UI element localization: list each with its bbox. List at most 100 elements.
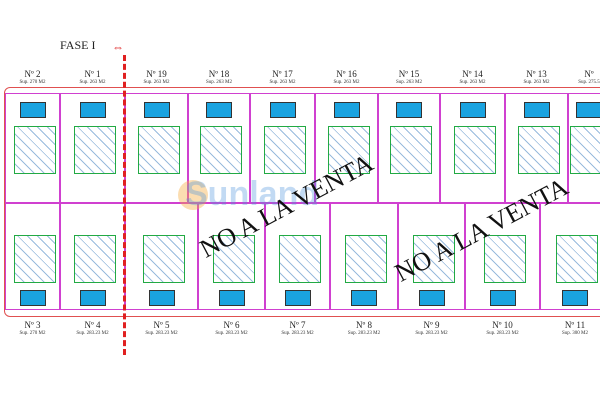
pool bbox=[562, 290, 588, 306]
lot-parcel bbox=[505, 93, 568, 203]
lot-number: Nº 5 bbox=[153, 320, 170, 330]
house-plan bbox=[212, 234, 255, 283]
lot-area: Sup. 283.23 M2 bbox=[486, 331, 519, 336]
lot-parcel bbox=[540, 203, 600, 310]
pool bbox=[19, 102, 46, 118]
house-plan bbox=[345, 234, 387, 283]
logo-sun-icon bbox=[178, 180, 208, 210]
pool bbox=[418, 290, 445, 306]
lot-parcel bbox=[5, 203, 60, 310]
lot-parcel bbox=[198, 203, 265, 310]
lot-number: Nº 7 bbox=[289, 320, 306, 330]
lot-number: Nº 14 bbox=[462, 69, 483, 79]
house-plan bbox=[517, 126, 560, 174]
pool bbox=[523, 102, 550, 118]
lot-area: Sup. 270 M2 bbox=[19, 331, 46, 336]
house-plan bbox=[570, 126, 600, 174]
house-plan bbox=[453, 126, 496, 174]
pool bbox=[218, 290, 245, 306]
lot-parcel bbox=[5, 93, 60, 203]
house-plan bbox=[13, 234, 56, 283]
house-plan bbox=[278, 234, 321, 283]
pool bbox=[79, 102, 106, 118]
lot-parcel bbox=[440, 93, 505, 203]
lot-number: Nº 18 bbox=[208, 69, 230, 79]
lot-parcel bbox=[568, 93, 600, 203]
lot-area: Sup. 283.23 M2 bbox=[215, 331, 248, 336]
lot-parcel bbox=[378, 93, 440, 203]
lot-parcel bbox=[315, 93, 378, 203]
pool bbox=[269, 102, 296, 118]
lot-parcel bbox=[60, 93, 125, 203]
pool bbox=[333, 102, 360, 118]
house-plan bbox=[73, 234, 116, 283]
phase-divider-line bbox=[123, 55, 126, 355]
lot-area: Sup. 283.23 M2 bbox=[281, 331, 314, 336]
lot-area: Sup. 263 M2 bbox=[143, 80, 170, 85]
pool bbox=[143, 102, 170, 118]
house-plan bbox=[556, 234, 598, 283]
lot-area: Sup. 263 M2 bbox=[333, 80, 360, 85]
lot-area: Sup. 263 M2 bbox=[206, 80, 232, 85]
phase-label: FASE I bbox=[60, 38, 96, 52]
lot-number: Nº 3 bbox=[24, 320, 41, 330]
lot-parcel bbox=[398, 203, 465, 310]
lot-area: Sup. 263 M2 bbox=[459, 80, 486, 85]
house-plan bbox=[200, 126, 242, 174]
lot-number: Nº 13 bbox=[526, 69, 547, 79]
pool bbox=[19, 290, 46, 306]
pool bbox=[79, 290, 106, 306]
phase-arrow-icon: ⇔ bbox=[112, 40, 124, 54]
lot-parcel bbox=[265, 203, 330, 310]
pool bbox=[206, 102, 232, 118]
pool bbox=[489, 290, 516, 306]
lot-parcel bbox=[188, 93, 250, 203]
lot-number: Nº 19 bbox=[146, 69, 167, 79]
lot-area: Sup. 300 M2 bbox=[562, 331, 588, 336]
lot-area: Sup. 263 M2 bbox=[79, 80, 106, 85]
lot-area: Sup. 283.23 M2 bbox=[415, 331, 448, 336]
lot-area: Sup. 283.23 M2 bbox=[347, 331, 381, 336]
site-boundary bbox=[4, 87, 600, 317]
pool bbox=[284, 290, 311, 306]
lot-parcel bbox=[125, 203, 198, 310]
lot-number: Nº 15 bbox=[398, 69, 420, 79]
house-plan bbox=[483, 234, 526, 283]
house-plan bbox=[73, 126, 116, 174]
lot-number: Nº 1 bbox=[84, 69, 101, 79]
lot-area: Sup. 270 M2 bbox=[19, 80, 46, 85]
pool bbox=[351, 290, 377, 306]
house-plan bbox=[137, 126, 180, 174]
lot-area: Sup. 283.23 M2 bbox=[76, 331, 109, 336]
lot-number: Nº 10 bbox=[492, 320, 513, 330]
pool bbox=[396, 102, 422, 118]
lot-number: Nº 11 bbox=[564, 320, 586, 330]
lot-number: Nº 4 bbox=[84, 320, 101, 330]
lot-number: Nº 17 bbox=[272, 69, 293, 79]
lot-number: Nº bbox=[584, 69, 594, 79]
lot-parcel bbox=[465, 203, 540, 310]
lot-parcel bbox=[125, 93, 188, 203]
lot-area: Sup. 263 M2 bbox=[523, 80, 550, 85]
house-plan bbox=[327, 126, 370, 174]
lot-parcel bbox=[330, 203, 398, 310]
pool bbox=[576, 102, 600, 118]
